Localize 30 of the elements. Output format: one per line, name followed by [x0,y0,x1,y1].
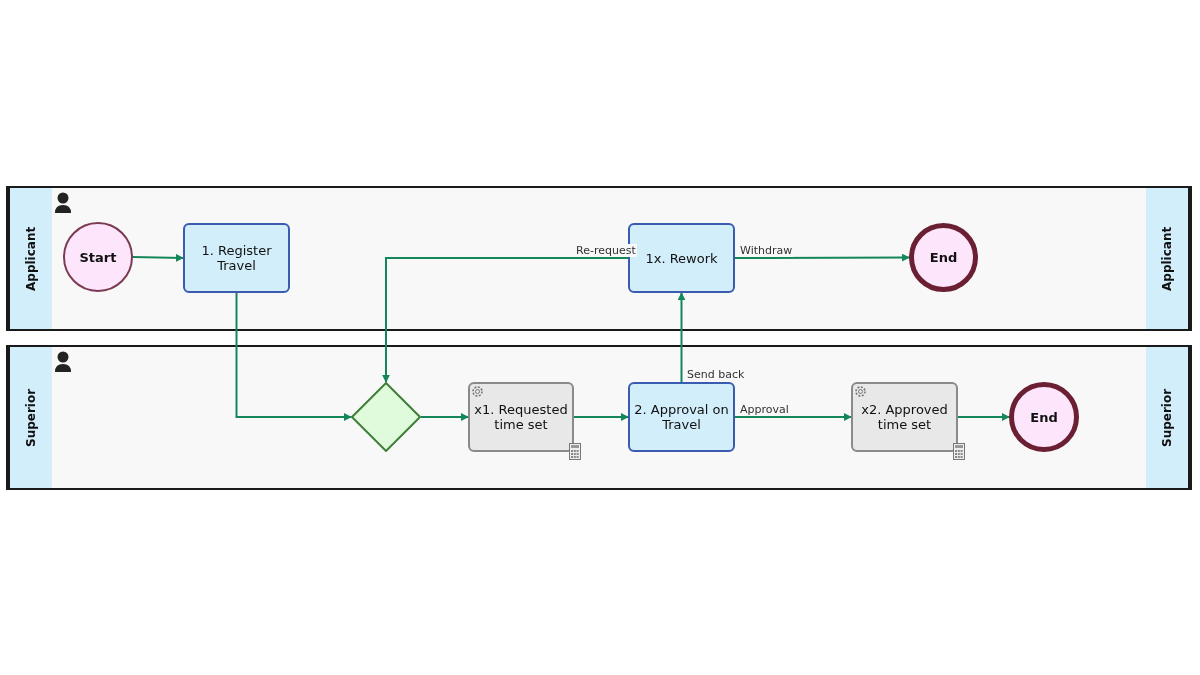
connector-arrow [677,292,686,383]
node-label: Start [78,249,118,265]
gateway-diamond [351,382,421,452]
edge-label: Re-request [575,244,637,257]
swimlane [6,186,1192,331]
node-label: End [928,250,959,265]
task-box [183,223,290,293]
lane-header: Applicant [1146,188,1190,329]
node-label: End [1029,409,1059,425]
lane-header: Superior [8,347,52,488]
task-box [628,382,735,452]
connector-arrow [957,413,1010,421]
edge-label: Approval [739,403,790,416]
edge-label: Withdraw [739,244,794,257]
connector-arrow [734,253,910,262]
connector-arrow [420,413,469,421]
node-label: x2. Approved time set [860,402,949,432]
lane-header: Superior [1146,347,1190,488]
lane-header: Applicant [8,188,52,329]
node-label: 1x. Rework [644,250,719,266]
connector-arrow [132,253,184,262]
node-label: 2. Approval on Travel [633,402,730,432]
swimlane [6,345,1192,490]
node-label: x1. Requested time set [473,402,569,432]
connector-arrow [734,413,852,421]
edge-label: Send back [686,368,746,381]
connector-arrow [573,413,629,421]
connector-arrow [235,292,352,421]
connector-arrow [382,257,629,383]
node-label: 1. Register Travel [200,243,273,273]
